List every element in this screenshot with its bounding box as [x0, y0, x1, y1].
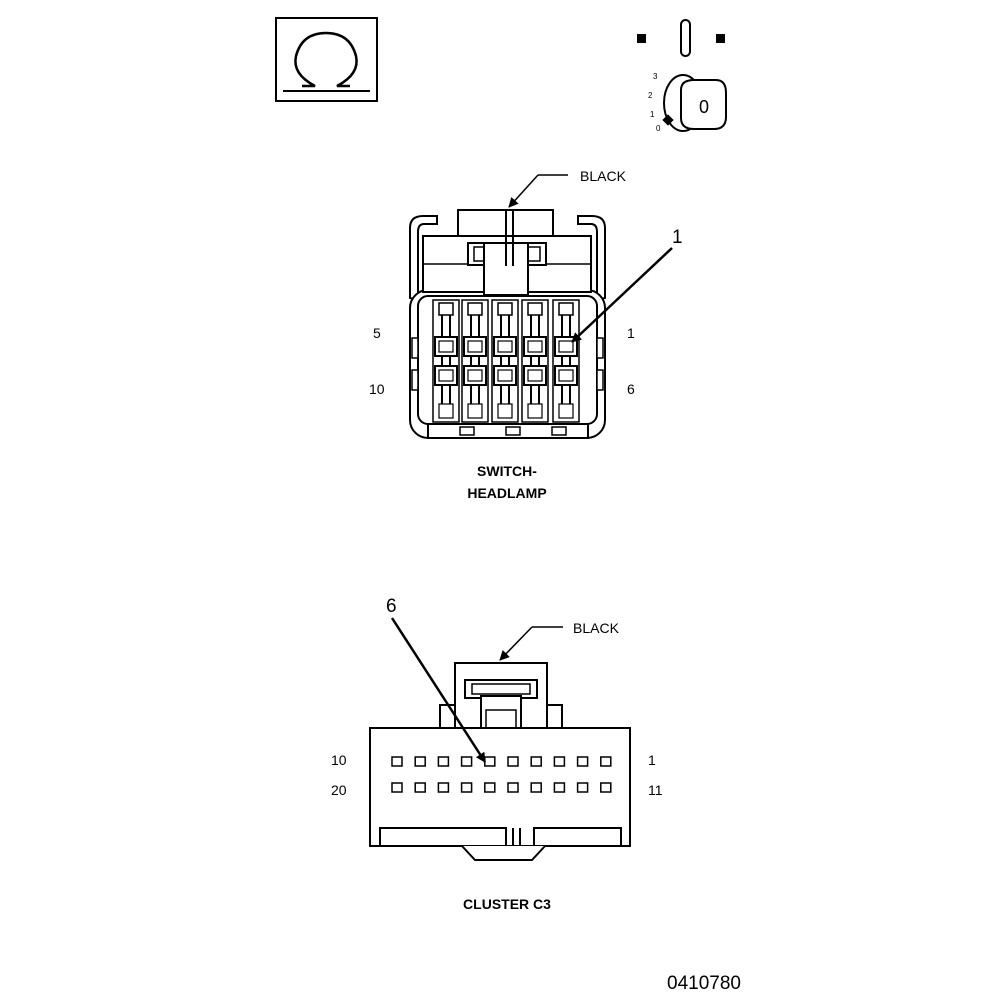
cluster-pin-cavity — [437, 756, 450, 767]
headlamp-callout-1: 1 — [672, 227, 683, 248]
cluster-pin-cavity — [391, 756, 403, 767]
cluster-pin-cavity — [507, 756, 519, 767]
cluster-pin-1-label: 1 — [648, 752, 656, 768]
headlamp-terminal-column — [552, 299, 580, 423]
headlamp-color-label: BLACK — [580, 168, 627, 184]
cluster-pin-cavity — [437, 782, 450, 793]
cluster-pin-cavity — [553, 782, 566, 793]
cluster-pin-cavity — [460, 756, 473, 767]
headlamp-caption-line2: HEADLAMP — [467, 485, 546, 501]
ignition-pos-1: 1 — [650, 110, 655, 119]
cluster-pin-cavity — [484, 756, 496, 767]
cluster-pin-cavity — [600, 782, 612, 793]
headlamp-pin-1-label: 1 — [627, 325, 635, 341]
key-label: 0 — [699, 97, 709, 117]
ignition-pos-3: 3 — [653, 72, 658, 81]
cluster-pin-cavity — [391, 782, 403, 793]
cluster-pin-cavity — [553, 756, 566, 767]
cluster-pin-cavity — [600, 756, 612, 767]
headlamp-terminal-column — [432, 299, 460, 423]
cluster-pin-20-label: 20 — [331, 782, 347, 798]
cluster-caption: CLUSTER C3 — [463, 896, 551, 912]
headlamp-pin-5-label: 5 — [373, 325, 381, 341]
ignition-pos-2: 2 — [648, 91, 653, 100]
cluster-pin-11-label: 11 — [648, 782, 663, 798]
cluster-pin-10-label: 10 — [331, 752, 347, 768]
cluster-callout-6: 6 — [386, 596, 397, 617]
headlamp-connector: BLACK 5 1 10 6 1 SWI — [369, 168, 683, 501]
headlamp-pin-6-label: 6 — [627, 381, 635, 397]
ohm-symbol-icon — [275, 17, 378, 102]
cluster-pin-cavity — [414, 756, 426, 767]
headlamp-caption-line1: SWITCH- — [477, 463, 537, 479]
cluster-connector: BLACK 10 1 20 11 6 CLUSTER C3 — [331, 596, 663, 912]
headlamp-terminal-column — [491, 299, 519, 423]
ignition-pos-0: 0 — [656, 124, 661, 133]
cluster-pin-cavity — [460, 782, 473, 793]
figure-number: 0410780 — [667, 973, 741, 994]
cluster-pin-cavity — [507, 782, 519, 793]
cluster-pin-cavity — [414, 782, 426, 793]
headlamp-terminal-column — [521, 299, 549, 423]
cluster-pin-cavity — [576, 756, 589, 767]
cluster-pin-cavity — [576, 782, 589, 793]
headlamp-pin-10-label: 10 — [369, 381, 385, 397]
cluster-pin-cavity — [530, 756, 542, 767]
ignition-key-icon: 3 2 1 0 0 — [637, 19, 727, 133]
cluster-pin-cavity — [484, 782, 496, 793]
headlamp-terminal-column — [461, 299, 489, 423]
cluster-color-label: BLACK — [573, 620, 620, 636]
cluster-pin-cavity — [530, 782, 542, 793]
